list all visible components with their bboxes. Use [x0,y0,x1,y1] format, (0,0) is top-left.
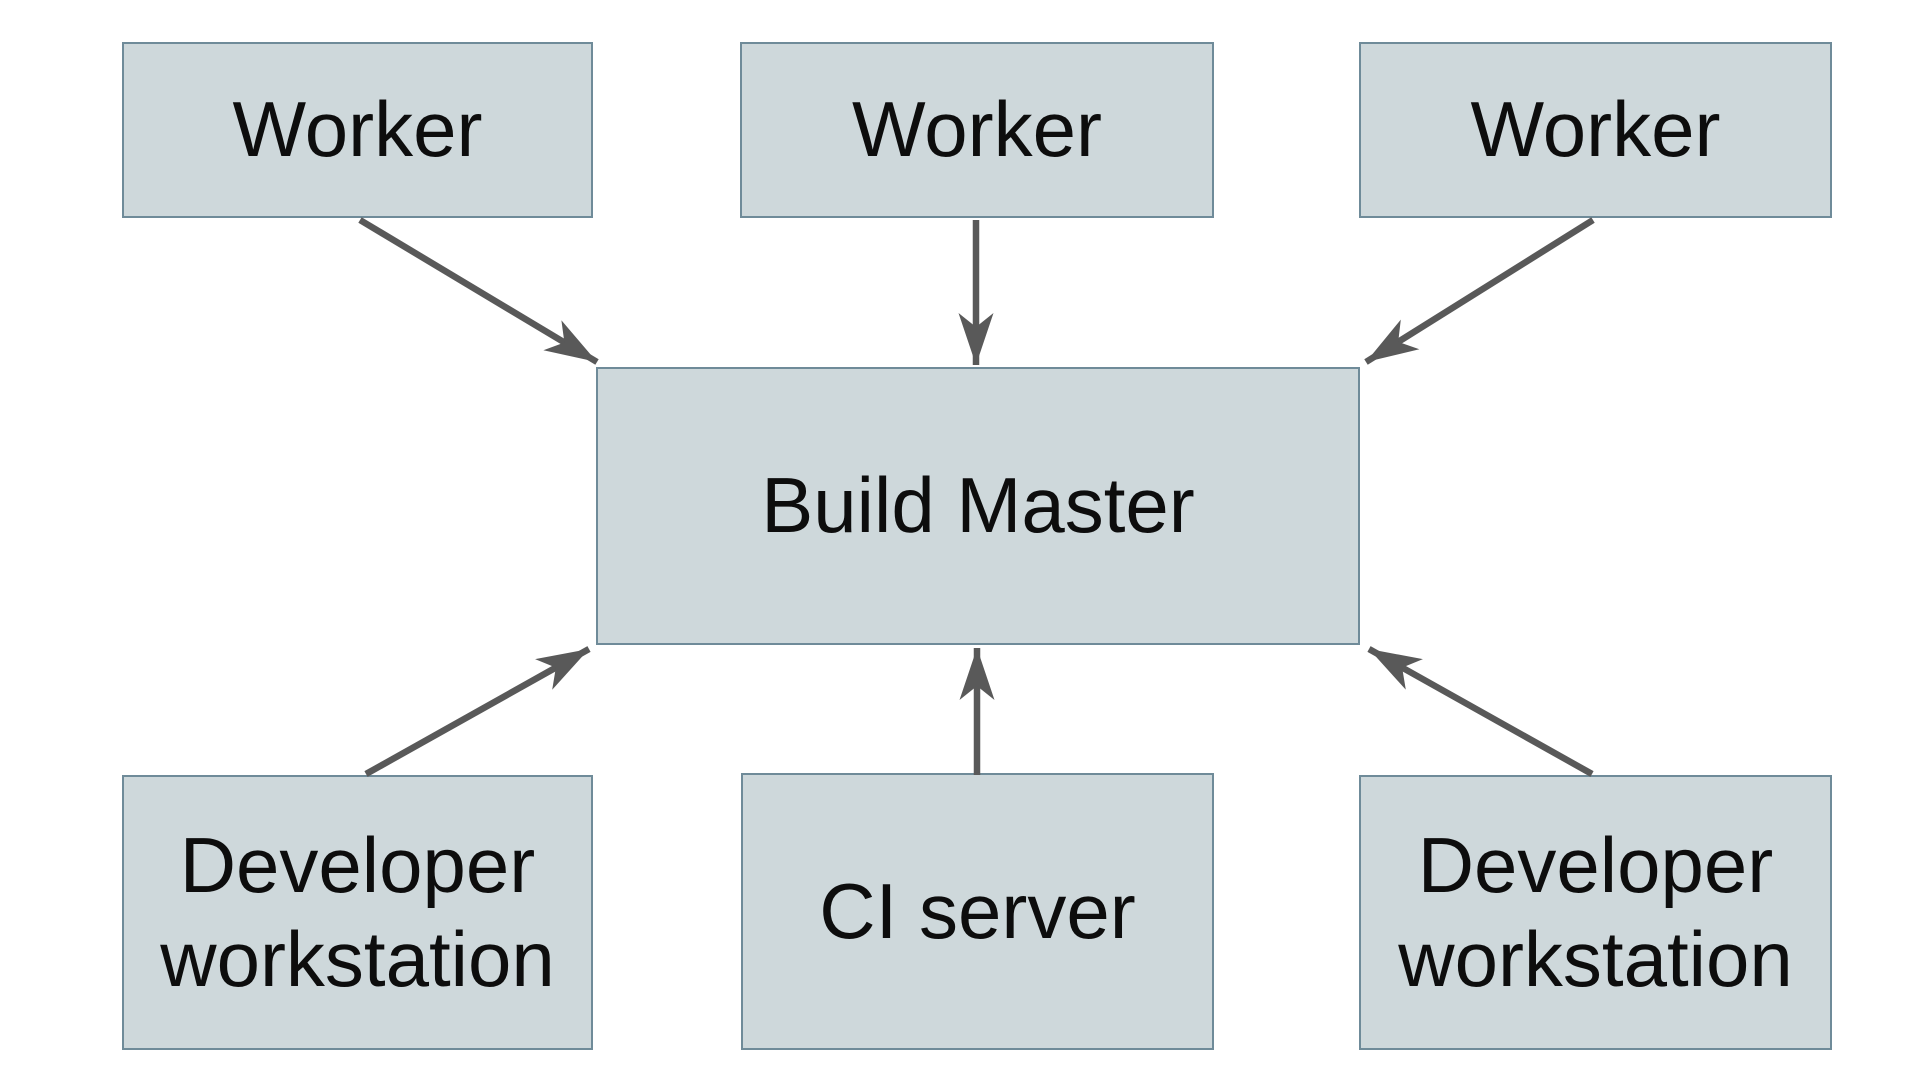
node-ci-server: CI server [741,773,1214,1050]
node-worker-center-label: Worker [852,85,1102,174]
arrow-developer-workstation-right-to-build-master [1367,646,1594,777]
node-build-master-label: Build Master [761,461,1195,550]
node-worker-left-label: Worker [232,85,483,174]
node-developer-workstation-right: Developer workstation [1359,775,1832,1050]
arrow-worker-right-to-build-master [1364,217,1595,365]
node-worker-right: Worker [1359,42,1832,218]
arrow-worker-left-to-build-master [358,217,599,365]
arrow-developer-workstation-left-to-build-master [364,646,591,777]
node-developer-workstation-left-label: Developer workstation [160,820,555,1003]
node-developer-workstation-left: Developer workstation [122,775,593,1050]
node-worker-right-label: Worker [1470,85,1721,174]
node-worker-center: Worker [740,42,1214,218]
node-worker-left: Worker [122,42,593,218]
node-build-master: Build Master [596,367,1360,645]
node-developer-workstation-right-label: Developer workstation [1398,820,1793,1003]
node-ci-server-label: CI server [819,866,1136,955]
